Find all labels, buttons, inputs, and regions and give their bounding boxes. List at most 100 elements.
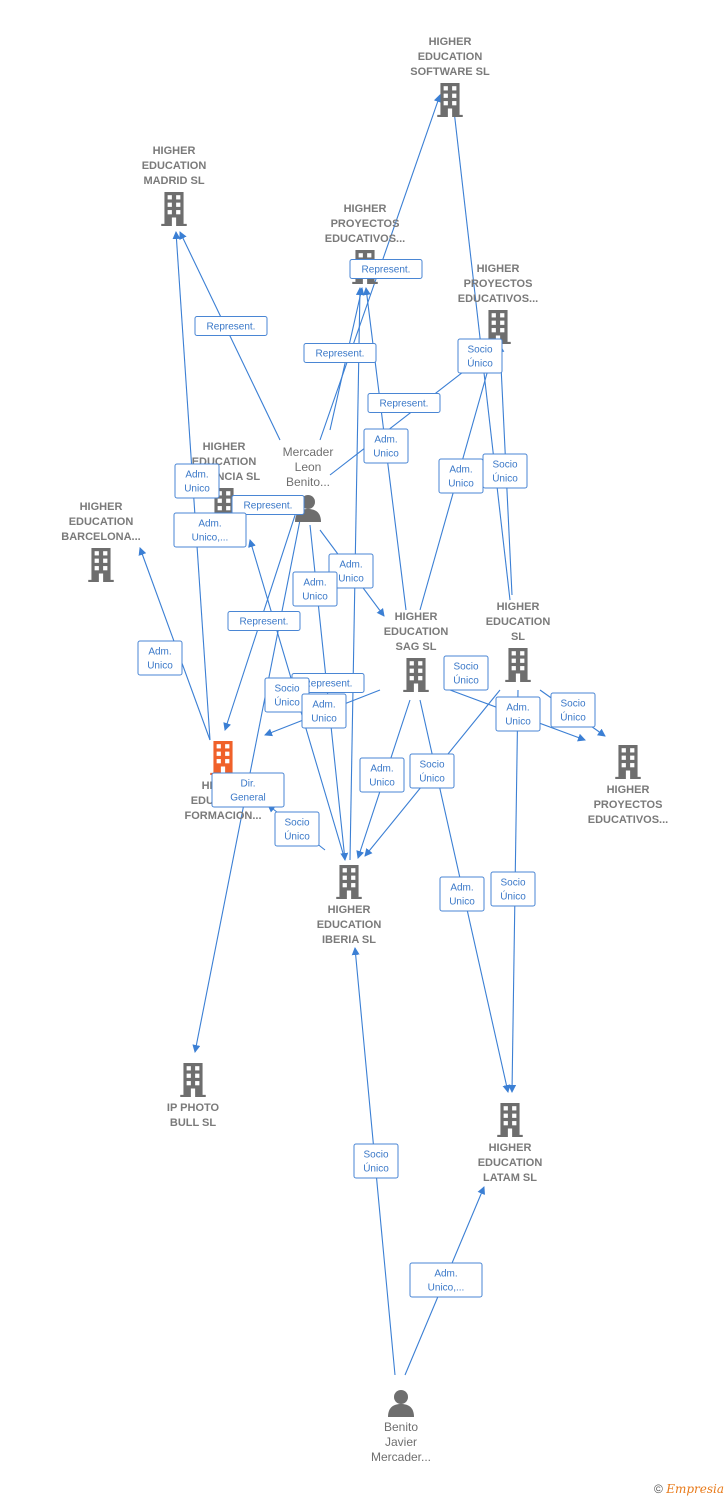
edge-label-box[interactable] <box>490 871 536 907</box>
node-label-line: HIGHER <box>328 904 371 916</box>
edge-label-box[interactable] <box>303 343 377 363</box>
edge-label-e29[interactable]: Adm.Unico,... <box>409 1262 483 1298</box>
edge-label-box[interactable] <box>359 757 405 793</box>
edge-label-e2[interactable]: Represent. <box>349 259 423 279</box>
edge-label-box[interactable] <box>292 571 338 607</box>
edge-label-e19[interactable]: Adm.Unico <box>301 693 347 729</box>
edge-label-box[interactable] <box>495 696 541 732</box>
edge-label-box[interactable] <box>367 393 441 413</box>
edge-label-box[interactable] <box>194 316 268 336</box>
edge-label-box[interactable] <box>353 1143 399 1179</box>
edge-label-box[interactable] <box>550 692 596 728</box>
edge-label-box[interactable] <box>482 453 528 489</box>
edge-label-text: Unico <box>311 714 337 725</box>
edge-label-e1[interactable]: Represent. <box>194 316 268 336</box>
edge-label-e12[interactable]: Adm.Unico <box>328 553 374 589</box>
edge-label-box[interactable] <box>439 876 485 912</box>
edge-label-e7[interactable]: Adm.Unico <box>438 458 484 494</box>
building-icon[interactable] <box>437 83 463 117</box>
node-benito[interactable]: BenitoJavierMercader... <box>371 1390 431 1464</box>
edge-label-box[interactable] <box>173 512 247 548</box>
edge-label-e5[interactable]: Represent. <box>367 393 441 413</box>
node-label-line: EDUCATION <box>384 626 449 638</box>
edge-label-e23[interactable]: Adm.Unico <box>359 757 405 793</box>
node-label-line: EDUCATION <box>478 1157 543 1169</box>
node-mercader[interactable]: MercaderLeonBenito... <box>283 445 334 522</box>
edge-label-e20[interactable]: Adm.Unico <box>495 696 541 732</box>
brand-logo[interactable]: Empresia <box>666 1482 724 1496</box>
edge-label-e14[interactable]: Represent. <box>227 611 301 631</box>
edge-label-text: Único <box>560 711 586 724</box>
edge-label-e9[interactable]: Adm.Unico <box>174 463 220 499</box>
edge-label-e15[interactable]: Adm.Unico <box>137 640 183 676</box>
edge-label-text: Único <box>363 1162 389 1175</box>
building-icon[interactable] <box>615 745 641 779</box>
edge-label-box[interactable] <box>363 428 409 464</box>
edge-label-box[interactable] <box>443 655 489 691</box>
copyright-icon: © <box>654 1482 663 1496</box>
edge-label-e13[interactable]: Adm.Unico <box>292 571 338 607</box>
edge-label-text: Represent. <box>316 349 365 360</box>
edge-label-box[interactable] <box>211 772 285 808</box>
edge-label-e22[interactable]: Dir.General <box>211 772 285 808</box>
node-label-line: BULL SL <box>170 1117 217 1129</box>
node-proy3[interactable]: HIGHERPROYECTOSEDUCATIVOS... <box>588 745 668 826</box>
edge-label-box[interactable] <box>328 553 374 589</box>
edge-label-e6[interactable]: Adm.Unico <box>363 428 409 464</box>
edge-label-box[interactable] <box>349 259 423 279</box>
edge-label-box[interactable] <box>457 338 503 374</box>
node-proy1[interactable]: HIGHERPROYECTOSEDUCATIVOS... <box>325 203 405 284</box>
building-icon[interactable] <box>336 865 362 899</box>
building-icon[interactable] <box>210 741 236 775</box>
edge-label-e11[interactable]: Adm.Unico,... <box>173 512 247 548</box>
node-label-line: EDUCATION <box>486 616 551 628</box>
edge-label-box[interactable] <box>409 1262 483 1298</box>
edge-label-box[interactable] <box>409 753 455 789</box>
building-icon[interactable] <box>180 1063 206 1097</box>
edge-label-text: Único <box>500 890 526 903</box>
edge-label-text: Único <box>453 674 479 687</box>
edge-label-text: Dir. <box>241 779 256 790</box>
edge-label-text: Único <box>284 830 310 843</box>
building-icon[interactable] <box>497 1103 523 1137</box>
edge-label-e26[interactable]: Adm.Unico <box>439 876 485 912</box>
edge-label-box[interactable] <box>301 693 347 729</box>
edge-label-e3[interactable]: Represent. <box>303 343 377 363</box>
building-icon[interactable] <box>161 192 187 226</box>
node-label-line: Leon <box>295 460 322 474</box>
edge-label-e10[interactable]: Represent. <box>231 495 305 515</box>
edge-label-text: Socio <box>560 699 585 710</box>
edge-label-box[interactable] <box>137 640 183 676</box>
building-icon[interactable] <box>88 548 114 582</box>
edge-label-box[interactable] <box>174 463 220 499</box>
building-icon[interactable] <box>505 648 531 682</box>
node-label-line: EDUCATIVOS... <box>458 293 538 305</box>
edge-label-box[interactable] <box>231 495 305 515</box>
edge-label-text: Socio <box>467 345 492 356</box>
person-icon[interactable] <box>388 1390 414 1417</box>
node-proy2[interactable]: HIGHERPROYECTOSEDUCATIVOS... <box>458 263 538 344</box>
edge-label-box[interactable] <box>227 611 301 631</box>
node-barcelona[interactable]: HIGHEREDUCATIONBARCELONA... <box>61 501 141 582</box>
edge-label-text: Unico <box>373 449 399 460</box>
building-icon[interactable] <box>403 658 429 692</box>
edge-label-box[interactable] <box>274 811 320 847</box>
edge-label-text: Unico <box>449 897 475 908</box>
